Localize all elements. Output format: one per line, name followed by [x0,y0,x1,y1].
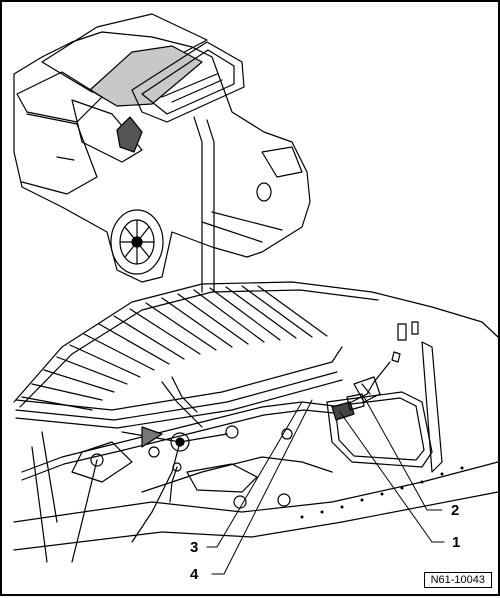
callout-2-label: 2 [451,502,459,519]
car-overview-illustration [13,13,311,293]
callout-leaders [206,396,445,575]
callout-3-label: 3 [190,539,198,556]
wire-harness [161,381,203,428]
figure-id-label: N61-10043 [423,572,492,588]
roof-frame-detail-illustration [13,281,499,563]
callout-4-label: 4 [190,566,199,583]
callout-1-label: 1 [452,534,460,551]
connector [331,393,365,421]
sunroof-glass [89,45,203,107]
